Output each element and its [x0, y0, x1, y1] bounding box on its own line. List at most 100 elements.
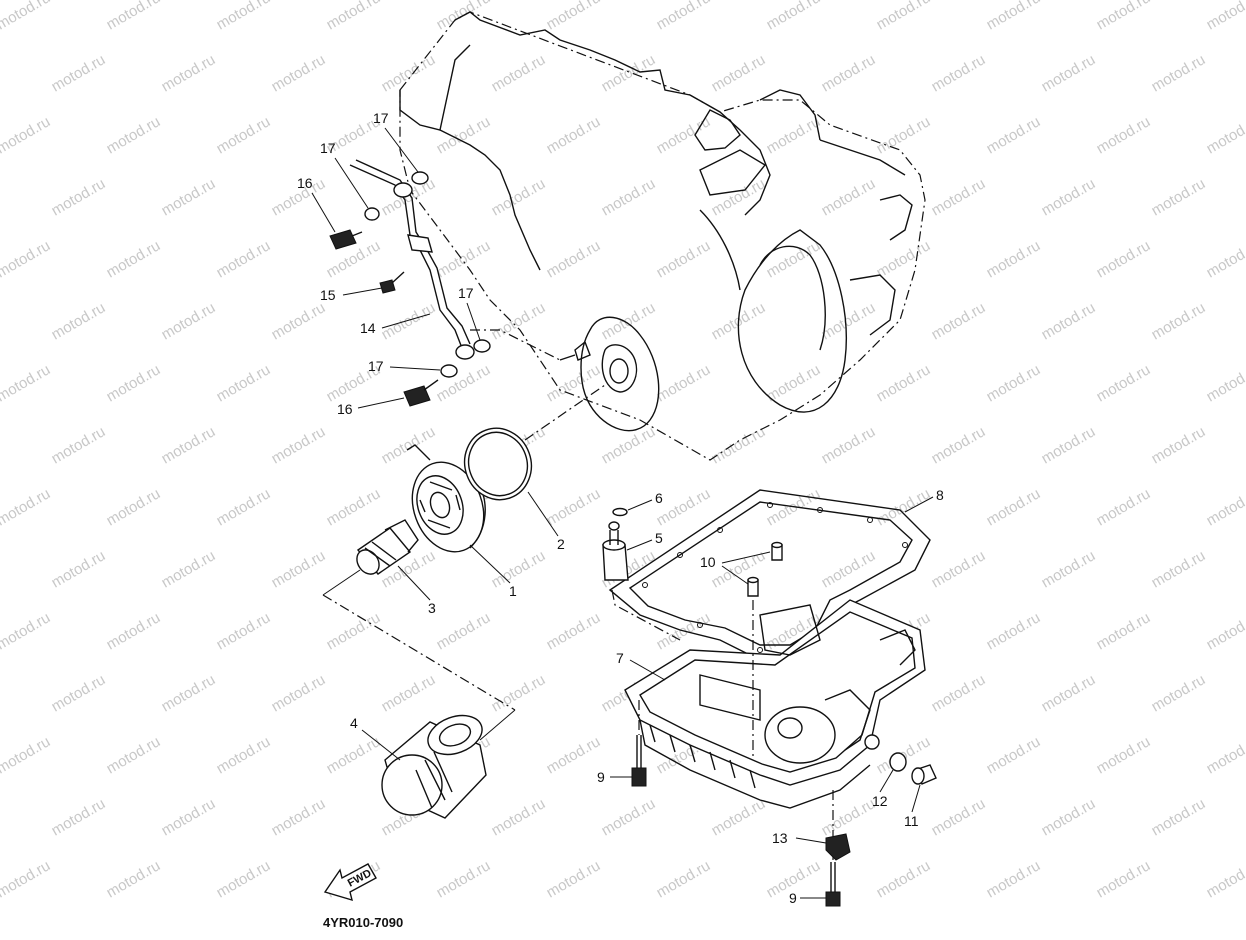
watermark-text: motod.ru	[599, 299, 659, 343]
oil-pipe	[603, 522, 628, 580]
watermark-text: motod.ru	[599, 423, 659, 467]
pan-bolt-bottom	[826, 862, 840, 906]
callout-8: 8	[936, 487, 944, 503]
watermark-text: motod.ru	[874, 237, 934, 281]
watermark-text: motod.ru	[599, 795, 659, 839]
watermark-text: motod.ru	[379, 299, 439, 343]
watermark-text: motod.ru	[49, 175, 109, 219]
watermark-text: motod.ru	[1039, 299, 1099, 343]
banjo-fitting-lower	[456, 345, 474, 359]
watermark-text: motod.ru	[1094, 485, 1154, 529]
watermark-text: motod.ru	[434, 237, 494, 281]
watermark-text: motod.ru	[214, 485, 274, 529]
clamp-bolt	[380, 272, 404, 293]
watermark-text: motod.ru	[599, 175, 659, 219]
callout-11: 11	[904, 813, 919, 829]
watermark-text: motod.ru	[104, 733, 164, 777]
watermark-text: motod.ru	[1039, 423, 1099, 467]
callout-3: 3	[428, 600, 436, 616]
watermark-text: motod.ru	[49, 547, 109, 591]
watermark-text: motod.ru	[159, 51, 219, 95]
watermark-text: motod.ru	[1204, 361, 1246, 405]
watermark-text: motod.ru	[819, 795, 879, 839]
watermark-text: motod.ru	[0, 857, 53, 901]
watermark-text: motod.ru	[984, 0, 1044, 33]
watermark-text: motod.ru	[0, 733, 53, 777]
watermark-text: motod.ru	[984, 113, 1044, 157]
callout-4: 4	[350, 715, 358, 731]
watermark-text: motod.ru	[489, 299, 549, 343]
watermark-text: motod.ru	[874, 113, 934, 157]
watermark-text: motod.ru	[434, 609, 494, 653]
drain-plug	[912, 765, 936, 784]
watermark-text: motod.ru	[49, 671, 109, 715]
watermark-text: motod.ru	[654, 237, 714, 281]
watermark-text: motod.ru	[104, 857, 164, 901]
watermark-layer: motod.ru motod.ru motod.ru motod.ru motod.ru…	[0, 0, 1246, 901]
callout-17: 17	[373, 110, 389, 126]
watermark-text: motod.ru	[544, 113, 604, 157]
watermark-text: motod.ru	[1039, 547, 1099, 591]
drain-plug-gasket	[890, 753, 906, 771]
watermark-text: motod.ru	[764, 113, 824, 157]
watermark-text: motod.ru	[1204, 733, 1246, 777]
watermark-text: motod.ru	[104, 0, 164, 33]
watermark-text: motod.ru	[1094, 733, 1154, 777]
watermark-text: motod.ru	[1149, 51, 1209, 95]
watermark-text: motod.ru	[709, 423, 769, 467]
watermark-text: motod.ru	[324, 0, 384, 33]
watermark-text: motod.ru	[434, 857, 494, 901]
watermark-text: motod.ru	[984, 857, 1044, 901]
watermark-text: motod.ru	[0, 485, 53, 529]
callout-17: 17	[368, 358, 384, 374]
watermark-text: motod.ru	[819, 51, 879, 95]
watermark-text: motod.ru	[489, 175, 549, 219]
watermark-text: motod.ru	[544, 237, 604, 281]
watermark-text: motod.ru	[104, 609, 164, 653]
watermark-text: motod.ru	[214, 609, 274, 653]
watermark-text: motod.ru	[489, 671, 549, 715]
watermark-text: motod.ru	[104, 237, 164, 281]
watermark-text: motod.ru	[379, 423, 439, 467]
watermark-text: motod.ru	[49, 423, 109, 467]
hose-clamp	[826, 834, 850, 860]
watermark-text: motod.ru	[214, 237, 274, 281]
callout-16: 16	[337, 401, 353, 417]
watermark-text: motod.ru	[929, 175, 989, 219]
callout-6: 6	[655, 490, 663, 506]
watermark-text: motod.ru	[929, 547, 989, 591]
watermark-text: motod.ru	[599, 51, 659, 95]
watermark-text: motod.ru	[269, 671, 329, 715]
watermark-text: motod.ru	[544, 361, 604, 405]
callout-9: 9	[789, 890, 797, 906]
watermark-text: motod.ru	[1204, 485, 1246, 529]
watermark-text: motod.ru	[1149, 175, 1209, 219]
union-bolt-lower	[404, 380, 438, 406]
watermark-text: motod.ru	[929, 671, 989, 715]
watermark-text: motod.ru	[1149, 671, 1209, 715]
watermark-text: motod.ru	[1149, 423, 1209, 467]
watermark-text: motod.ru	[489, 547, 549, 591]
watermark-text: motod.ru	[269, 547, 329, 591]
watermark-text: motod.ru	[324, 609, 384, 653]
callout-9: 9	[597, 769, 605, 785]
washer-upper-right	[412, 172, 428, 184]
callout-14: 14	[360, 320, 376, 336]
watermark-text: motod.ru	[984, 485, 1044, 529]
watermark-text: motod.ru	[1204, 857, 1246, 901]
watermark-text: motod.ru	[379, 51, 439, 95]
watermark-text: motod.ru	[214, 113, 274, 157]
watermark-text: motod.ru	[709, 51, 769, 95]
watermark-text: motod.ru	[764, 237, 824, 281]
watermark-text: motod.ru	[379, 671, 439, 715]
watermark-text: motod.ru	[654, 857, 714, 901]
watermark-text: motod.ru	[1094, 0, 1154, 33]
watermark-text: motod.ru	[324, 485, 384, 529]
watermark-text: motod.ru	[1149, 547, 1209, 591]
watermark-text: motod.ru	[984, 237, 1044, 281]
watermark-text: motod.ru	[214, 0, 274, 33]
watermark-text: motod.ru	[159, 795, 219, 839]
watermark-text: motod.ru	[654, 0, 714, 33]
